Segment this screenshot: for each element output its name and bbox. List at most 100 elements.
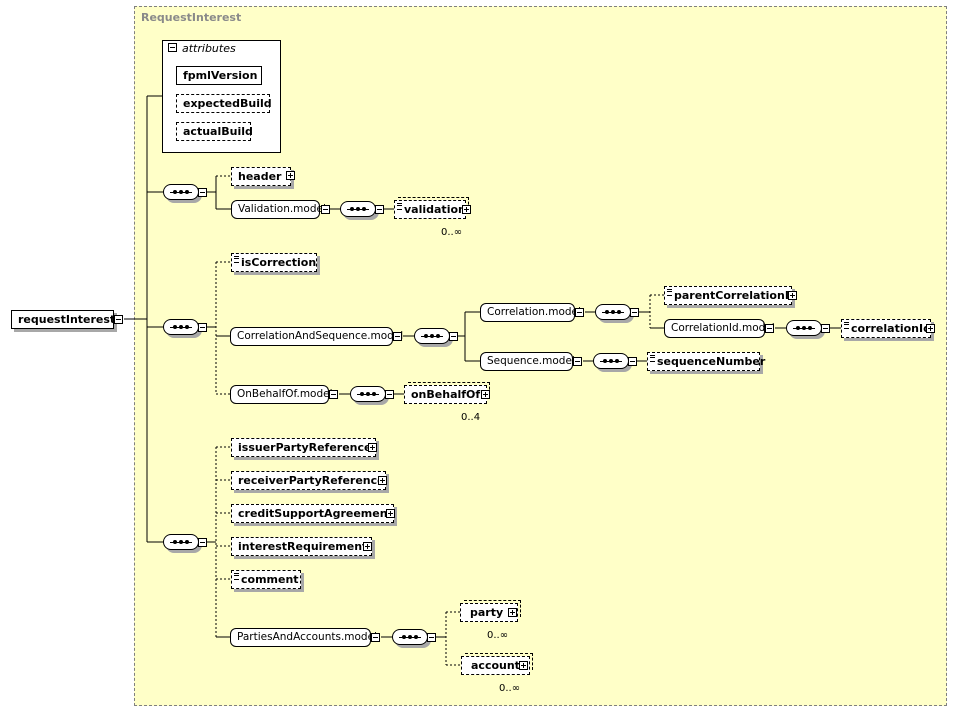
sequence-compositor-icon (350, 386, 386, 402)
collapse-icon[interactable] (765, 324, 774, 333)
element-creditSupportAgreement[interactable]: creditSupportAgreement (231, 504, 394, 523)
collapse-icon[interactable] (628, 357, 637, 366)
element-label: interestRequirement (238, 540, 368, 553)
element-correlationId[interactable]: correlationId (841, 319, 931, 338)
group-label: Correlation.model (487, 306, 581, 318)
expand-icon[interactable] (481, 390, 490, 399)
sequence-compositor-icon (163, 184, 199, 200)
element-label: parentCorrelationId (674, 289, 797, 302)
group-label: PartiesAndAccounts.model (237, 631, 377, 643)
collapse-icon[interactable] (321, 205, 330, 214)
expand-icon[interactable] (462, 205, 471, 214)
group-validation-model[interactable]: Validation.model (231, 200, 326, 219)
complex-type-title: RequestInterest (141, 11, 242, 24)
group-correlation-model[interactable]: Correlation.model (480, 303, 581, 322)
sequence-compositor-icon (595, 304, 631, 320)
element-header[interactable]: header (231, 167, 291, 186)
element-label: issuerPartyReference (238, 441, 372, 454)
attribute-fpmlVersion[interactable]: fpmlVersion (176, 66, 262, 85)
documentation-icon (650, 355, 655, 362)
attributes-title: attributes (182, 42, 236, 55)
collapse-icon[interactable] (371, 633, 380, 642)
collapse-icon[interactable] (385, 390, 394, 399)
sequence-compositor-icon (163, 319, 199, 335)
documentation-icon (234, 256, 239, 263)
collapse-icon[interactable] (821, 324, 830, 333)
expand-icon[interactable] (386, 509, 395, 518)
element-label: comment (241, 573, 299, 586)
element-label: validation (404, 203, 466, 216)
expand-icon[interactable] (926, 324, 935, 333)
group-onBehalfOf-model[interactable]: OnBehalfOf.model (230, 385, 333, 404)
root-element-label: requestInterest (18, 313, 116, 326)
documentation-icon (844, 322, 849, 329)
group-label: Validation.model (238, 203, 326, 215)
group-correlationId-model[interactable]: CorrelationId.model (664, 319, 775, 338)
cardinality-label: 0..∞ (441, 227, 463, 238)
collapse-icon[interactable] (393, 332, 402, 341)
element-sequenceNumber[interactable]: sequenceNumber (647, 352, 765, 371)
documentation-icon (667, 289, 672, 296)
sequence-compositor-icon (786, 320, 822, 336)
element-comment[interactable]: comment (231, 570, 301, 589)
sequence-compositor-icon (392, 629, 428, 645)
sequence-compositor-icon (163, 534, 199, 550)
element-onBehalfOf[interactable]: onBehalfOf (404, 382, 490, 404)
collapse-icon[interactable] (575, 308, 584, 317)
group-label: OnBehalfOf.model (237, 388, 333, 400)
cardinality-label: 0..∞ (499, 683, 521, 694)
group-label: CorrelationAndSequence.model (237, 330, 404, 342)
sequence-compositor-icon (593, 353, 629, 369)
collapse-icon[interactable] (427, 633, 436, 642)
element-label: correlationId (851, 322, 931, 335)
collapse-icon[interactable] (198, 188, 207, 197)
element-label: isCorrection (241, 256, 317, 269)
group-parties-and-accounts-model[interactable]: PartiesAndAccounts.model (230, 628, 377, 647)
group-correlation-and-sequence-model[interactable]: CorrelationAndSequence.model (230, 327, 403, 346)
collapse-icon[interactable] (449, 332, 458, 341)
collapse-icon[interactable] (114, 315, 123, 324)
expand-icon[interactable] (508, 608, 517, 617)
element-label: creditSupportAgreement (238, 507, 393, 520)
attribute-actualBuild[interactable]: actualBuild (176, 122, 253, 141)
element-label: onBehalfOf (411, 388, 481, 401)
cardinality-label: 0..∞ (487, 630, 509, 641)
collapse-icon[interactable] (630, 308, 639, 317)
collapse-icon[interactable] (375, 205, 384, 214)
element-label: sequenceNumber (657, 355, 766, 368)
root-element-requestInterest[interactable]: requestInterest (11, 310, 116, 329)
cardinality-label: 0..4 (461, 412, 481, 423)
element-label: header (238, 170, 282, 183)
expand-icon[interactable] (788, 291, 797, 300)
group-sequence-model[interactable]: Sequence.model (480, 352, 575, 371)
expand-icon[interactable] (286, 171, 295, 180)
group-label: Sequence.model (487, 355, 575, 367)
collapse-icon[interactable] (573, 357, 582, 366)
element-parentCorrelationId[interactable]: parentCorrelationId (664, 286, 797, 305)
attribute-expectedBuild[interactable]: expectedBuild (176, 94, 272, 113)
collapse-icon[interactable] (329, 390, 338, 399)
element-label: receiverPartyReference (238, 474, 385, 487)
element-validation[interactable]: validation (394, 197, 469, 219)
group-label: CorrelationId.model (671, 322, 775, 334)
expand-icon[interactable] (363, 542, 372, 551)
element-receiverPartyReference[interactable]: receiverPartyReference (231, 471, 386, 490)
collapse-icon[interactable] (168, 43, 177, 52)
element-label: party (470, 606, 504, 619)
expand-icon[interactable] (368, 443, 377, 452)
documentation-icon (234, 573, 239, 580)
expand-icon[interactable] (378, 476, 387, 485)
element-label: account (471, 659, 520, 672)
collapse-icon[interactable] (198, 323, 207, 332)
collapse-icon[interactable] (198, 538, 207, 547)
sequence-compositor-icon (340, 201, 376, 217)
sequence-compositor-icon (414, 328, 450, 344)
element-issuerPartyReference[interactable]: issuerPartyReference (231, 438, 376, 457)
element-party[interactable]: party (460, 600, 521, 622)
element-isCorrection[interactable]: isCorrection (231, 253, 317, 272)
expand-icon[interactable] (519, 661, 528, 670)
documentation-icon (397, 203, 402, 210)
element-account[interactable]: account (461, 653, 533, 675)
element-interestRequirement[interactable]: interestRequirement (231, 537, 372, 556)
